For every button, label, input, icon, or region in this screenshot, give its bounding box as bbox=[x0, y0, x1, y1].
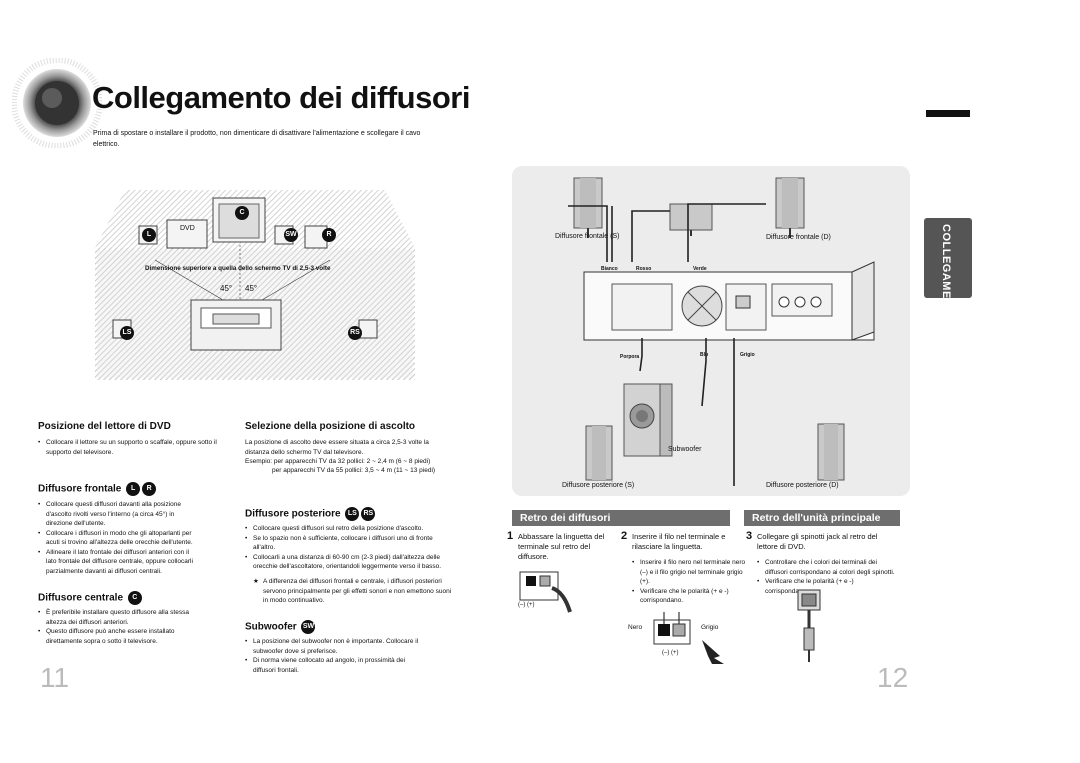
wire-green-label: Verde bbox=[693, 266, 707, 272]
listening-example-2: per apparecchi TV da 55 pollici: 3,5 ~ 4… bbox=[272, 467, 436, 474]
page-title: Collegamento dei diffusori bbox=[92, 80, 470, 115]
header-bar bbox=[926, 110, 970, 117]
wire-grey-label: Grigio bbox=[740, 352, 755, 358]
rear-of-main-unit-bar: Retro dell'unità principale bbox=[744, 510, 900, 526]
listening-example-1: Esempio: per apparecchi TV da 32 pollici… bbox=[245, 458, 431, 465]
polarity-label-2: (–) (+) bbox=[662, 650, 679, 656]
list-item: È preferibile installare questo diffusor… bbox=[38, 608, 198, 627]
wire-white-label: Bianco bbox=[601, 266, 618, 272]
badge-subwoofer: SW bbox=[301, 620, 316, 634]
list-item: Se lo spazio non è sufficiente, collocar… bbox=[245, 534, 455, 553]
jack-plug-illustration bbox=[797, 589, 821, 662]
listening-position-heading: Selezione della posizione di ascolto bbox=[245, 421, 416, 432]
section-tab-label: COLLEGAMENTI bbox=[940, 224, 952, 318]
badge-rear-right: RS bbox=[361, 507, 376, 521]
grey-wire-label: Grigio bbox=[701, 624, 719, 631]
badge-rear-right: RS bbox=[346, 324, 362, 342]
list-item: Verificare che le polarità (+ e -) corri… bbox=[757, 577, 897, 596]
rear-speaker-note: ★ A differenza dei diffusori frontali e … bbox=[253, 578, 452, 604]
dvd-label: DVD bbox=[180, 225, 195, 232]
badge-subwoofer: SW bbox=[282, 226, 298, 244]
wire-red-label: Rosso bbox=[636, 266, 652, 272]
list-item: Verificare che le polarità (+ e -) corri… bbox=[632, 587, 747, 606]
page-number-right: 12 bbox=[877, 662, 909, 693]
connection-diagram bbox=[568, 177, 875, 486]
polarity-label-1: (–) (+) bbox=[518, 602, 535, 608]
badge-right: R bbox=[142, 482, 157, 496]
badge-center: C bbox=[127, 591, 142, 605]
list-item: Collocare questi diffusori davanti alla … bbox=[38, 500, 198, 529]
wire-blue-label: Blu bbox=[700, 352, 709, 358]
wire-insert-illustration bbox=[653, 612, 724, 664]
section-tab: COLLEGAMENTI bbox=[924, 218, 972, 318]
angle-left-label: 45° bbox=[220, 284, 233, 293]
star-icon: ★ bbox=[253, 578, 259, 585]
front-speaker-list: Collocare questi diffusori davanti alla … bbox=[38, 500, 198, 576]
screen-distance-caption: Dimensione superiore a quella dello sche… bbox=[145, 265, 331, 272]
angle-right-label: 45° bbox=[245, 284, 258, 293]
list-item: Collocarli a una distanza di 60-90 cm (2… bbox=[245, 553, 455, 572]
list-item: Allineare il lato frontale dei diffusori… bbox=[38, 548, 198, 577]
list-item: Questo diffusore può anche essere instal… bbox=[38, 627, 198, 646]
step-2-list: Inserire il filo nero nel terminale nero… bbox=[632, 558, 747, 606]
subwoofer-heading: Subwoofer SW bbox=[245, 620, 316, 634]
badge-left: L bbox=[140, 226, 156, 244]
subwoofer-list: La posizione del subwoofer non è importa… bbox=[245, 637, 420, 675]
list-item: Di norma viene collocato ad angolo, in p… bbox=[245, 656, 420, 675]
center-speaker-list: È preferibile installare questo diffusor… bbox=[38, 608, 198, 646]
wire-purple-label: Porpora bbox=[620, 354, 640, 360]
step-1-number: 1 bbox=[507, 530, 514, 542]
black-wire-label: Nero bbox=[628, 624, 643, 631]
center-speaker-heading: Diffusore centrale C bbox=[38, 591, 142, 605]
list-item: La posizione del subwoofer non è importa… bbox=[245, 637, 420, 656]
dvd-position-list: Collocare il lettore su un supporto o sc… bbox=[38, 438, 218, 457]
badge-center: C bbox=[233, 204, 249, 222]
badge-left: L bbox=[126, 482, 141, 496]
rear-of-speakers-bar: Retro dei diffusori bbox=[512, 510, 730, 526]
list-item: Collocare questi diffusori sul retro del… bbox=[245, 524, 455, 534]
step-3-text: Collegare gli spinotti jack al retro del… bbox=[757, 532, 878, 551]
list-item: Controllare che i colori dei terminali d… bbox=[757, 558, 897, 577]
badge-rear-left: LS bbox=[118, 324, 134, 342]
step-3-number: 3 bbox=[746, 530, 753, 542]
badge-right: R bbox=[320, 226, 336, 244]
list-item: Inserire il filo nero nel terminale nero… bbox=[632, 558, 747, 587]
rear-left-speaker-label: Diffusore posteriore (S) bbox=[562, 482, 635, 489]
speaker-terminal-illustration bbox=[519, 571, 572, 613]
step-3-list: Controllare che i colori dei terminali d… bbox=[757, 558, 897, 596]
rear-speaker-list: Collocare questi diffusori sul retro del… bbox=[245, 524, 455, 572]
speaker-decoration-icon bbox=[12, 58, 102, 148]
listening-position-text: La posizione di ascolto deve essere situ… bbox=[245, 439, 429, 456]
subwoofer-label: Subwoofer bbox=[668, 446, 702, 453]
list-item: Collocare il lettore su un supporto o sc… bbox=[38, 438, 218, 457]
rear-right-speaker-label: Diffusore posteriore (D) bbox=[766, 482, 839, 489]
front-left-speaker-label: Diffusore frontale (S) bbox=[555, 233, 620, 240]
page-number-left: 11 bbox=[40, 662, 70, 693]
step-2-number: 2 bbox=[621, 530, 628, 542]
intro-text: Prima di spostare o installare il prodot… bbox=[93, 130, 421, 148]
step-2-text: Inserire il filo nel terminale e rilasci… bbox=[632, 532, 726, 551]
dvd-position-heading: Posizione del lettore di DVD bbox=[38, 421, 171, 432]
front-right-speaker-label: Diffusore frontale (D) bbox=[766, 234, 831, 241]
step-1-text: Abbassare la linguetta del terminale sul… bbox=[518, 532, 605, 561]
badge-rear-left: LS bbox=[345, 507, 360, 521]
list-item: Collocare i diffusori in modo che gli al… bbox=[38, 529, 198, 548]
